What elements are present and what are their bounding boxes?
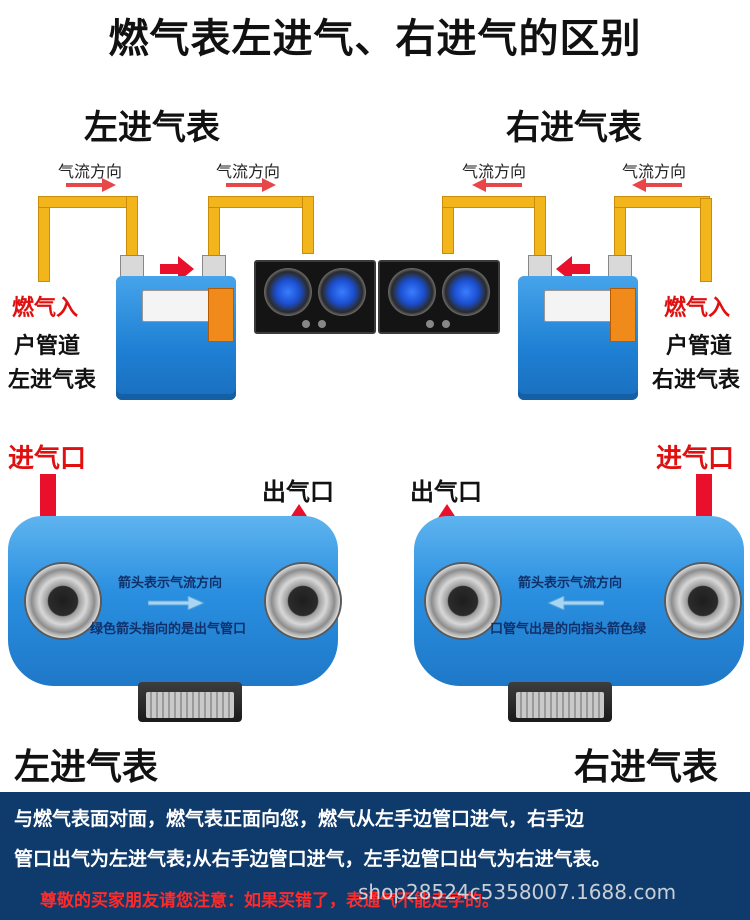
footer-line-2: 管口出气为左进气表;从右手边管口进气，左手边管口出气为右进气表。 — [14, 848, 611, 870]
footer-line-1: 与燃气表面对面，燃气表正面向您，燃气从左手边管口进气，右手边 — [14, 808, 585, 830]
page-title: 燃气表左进气、右进气的区别 — [108, 16, 642, 62]
gas-meter-body: 箭头表示气流方向 口管气出是的向指头箭色绿 — [414, 516, 744, 686]
left-flow-label-1: 气流方向 — [58, 162, 123, 181]
arrow-right-icon — [160, 256, 194, 282]
gas-pipe — [38, 198, 50, 282]
right-gas-in-label: 燃气入 — [664, 296, 731, 321]
panel-text-2: 口管气出是的向指头箭色绿 — [490, 622, 647, 637]
footer-panel: 与燃气表面对面，燃气表正面向您，燃气从左手边管口进气，右手边 管口出气为左进气表… — [0, 792, 750, 920]
right-inlet-label: 进气口 — [656, 444, 735, 474]
lower-left-label: 左进气表 — [14, 747, 159, 788]
right-desc-line1: 户管道 — [666, 334, 733, 359]
panel-text-1: 箭头表示气流方向 — [518, 576, 623, 591]
meter-base — [138, 682, 242, 722]
left-flow-label-2: 气流方向 — [216, 162, 281, 181]
arrow-right-icon — [148, 596, 204, 610]
outlet-port — [264, 562, 342, 640]
gas-pipe — [700, 198, 712, 282]
lower-right-label: 右进气表 — [574, 747, 719, 788]
left-desc-line1: 户管道 — [14, 334, 81, 359]
right-flow-label-2: 气流方向 — [622, 162, 687, 181]
gas-pipe — [38, 196, 136, 208]
gas-meter — [518, 276, 638, 400]
inlet-port — [24, 562, 102, 640]
valve — [202, 255, 226, 279]
gas-pipe — [302, 196, 314, 254]
right-flow-label-1: 气流方向 — [462, 162, 527, 181]
gas-pipe — [126, 196, 138, 260]
gas-pipe — [534, 196, 546, 260]
gas-stove — [254, 260, 376, 334]
arrow-left-icon — [548, 596, 604, 610]
left-inlet-label: 进气口 — [8, 444, 87, 474]
arrow-left-icon — [556, 256, 590, 282]
right-desc-line2: 右进气表 — [652, 368, 741, 393]
valve — [528, 255, 552, 279]
right-outlet-label: 出气口 — [410, 478, 482, 506]
gas-meter — [116, 276, 236, 400]
panel-text-2: 绿色箭头指向的是出气管口 — [90, 622, 247, 637]
left-section-heading: 左进气表 — [84, 108, 220, 148]
gas-meter-body: 箭头表示气流方向 绿色箭头指向的是出气管口 — [8, 516, 342, 686]
gas-pipe — [208, 196, 312, 208]
panel-text-1: 箭头表示气流方向 — [118, 576, 223, 591]
left-outlet-label: 出气口 — [262, 478, 334, 506]
inlet-port — [664, 562, 742, 640]
outlet-port — [424, 562, 502, 640]
gas-pipe — [614, 196, 710, 208]
arrow-right-icon — [226, 178, 276, 192]
gas-stove — [378, 260, 500, 334]
arrow-left-icon — [632, 178, 682, 192]
gas-pipe — [442, 196, 546, 208]
arrow-left-icon — [472, 178, 522, 192]
footer-warning: 尊敬的买家朋友请您注意：如果买错了，表通气不能走字的。 — [40, 891, 499, 911]
meter-base — [508, 682, 612, 722]
right-section-heading: 右进气表 — [506, 108, 642, 148]
arrow-right-icon — [66, 178, 116, 192]
left-desc-line2: 左进气表 — [8, 368, 97, 393]
shop-watermark: shop28524c5358007.1688.com — [358, 880, 677, 904]
left-gas-in-label: 燃气入 — [12, 296, 79, 321]
